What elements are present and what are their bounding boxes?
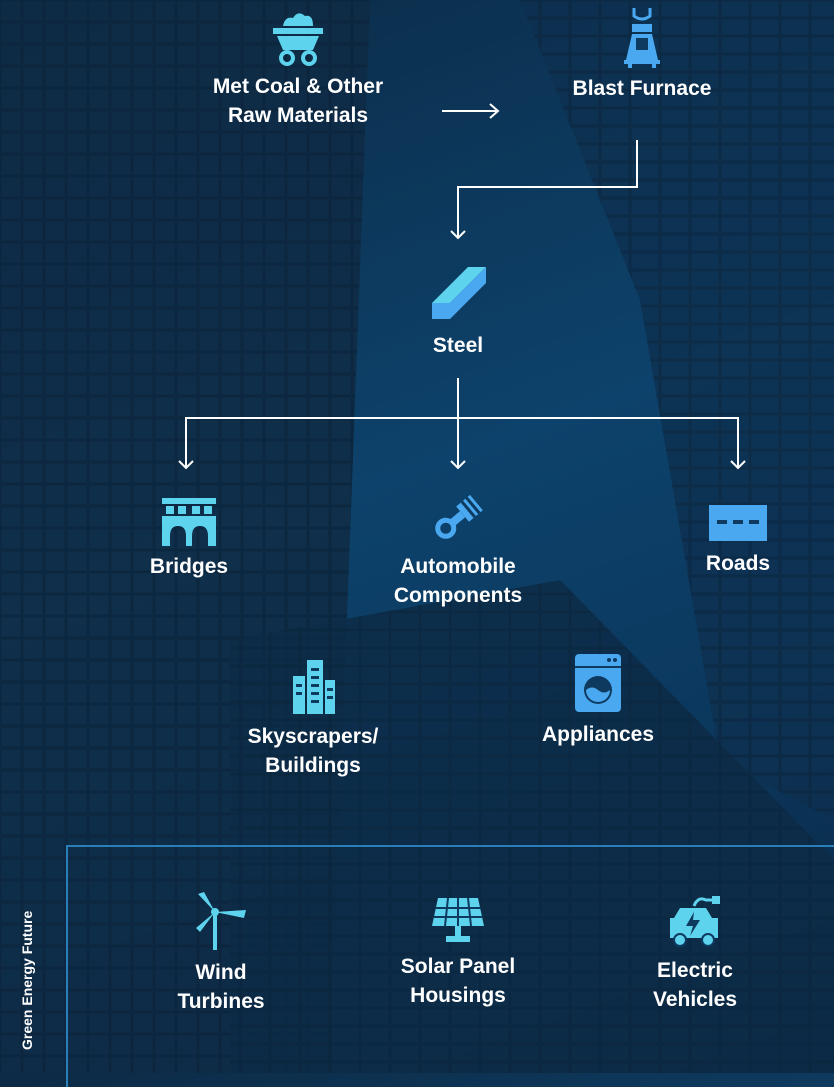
road-icon <box>709 505 767 541</box>
steel-beam-icon <box>432 267 486 319</box>
electric-vehicles-label: Electric Vehicles <box>652 959 738 1011</box>
automobile-label: Automobile Components <box>393 555 523 607</box>
node-solar-panel: Solar Panel Housings <box>368 896 548 1010</box>
buildings-icon <box>293 660 335 714</box>
arrow-furnace-to-steel <box>457 140 638 238</box>
solar-panel-icon <box>432 897 484 942</box>
skyscrapers-label: Skyscrapers/ Buildings <box>247 725 379 777</box>
raw-materials-label: Met Coal & Other Raw Materials <box>212 75 384 127</box>
blast-furnace-label: Blast Furnace <box>572 77 712 100</box>
wind-turbine-icon <box>196 892 246 950</box>
connector-branch <box>185 417 739 468</box>
green-energy-title: Green Energy Future <box>19 910 35 1050</box>
roads-label: Roads <box>705 552 771 575</box>
node-electric-vehicles: Electric Vehicles <box>615 892 775 1014</box>
washing-machine-icon <box>575 654 621 712</box>
mine-cart-icon <box>273 13 323 66</box>
bridge-icon <box>162 498 216 546</box>
node-raw-materials: Met Coal & Other Raw Materials <box>168 6 428 130</box>
appliances-label: Appliances <box>541 723 655 746</box>
green-energy-box <box>66 845 834 1087</box>
solar-panel-label: Solar Panel Housings <box>400 955 516 1007</box>
node-bridges: Bridges <box>109 496 269 581</box>
electric-car-icon <box>670 896 720 947</box>
blast-furnace-icon <box>624 8 660 68</box>
piston-icon <box>435 494 483 539</box>
node-skyscrapers: Skyscrapers/ Buildings <box>213 658 413 780</box>
node-steel: Steel <box>378 265 538 360</box>
steel-label: Steel <box>432 334 484 357</box>
node-appliances: Appliances <box>513 652 683 749</box>
wind-turbines-label: Wind Turbines <box>177 961 265 1013</box>
node-roads: Roads <box>668 505 808 578</box>
node-blast-furnace: Blast Furnace <box>532 6 752 103</box>
node-wind-turbines: Wind Turbines <box>141 892 301 1016</box>
node-automobile: Automobile Components <box>358 490 558 610</box>
bridges-label: Bridges <box>149 555 229 578</box>
